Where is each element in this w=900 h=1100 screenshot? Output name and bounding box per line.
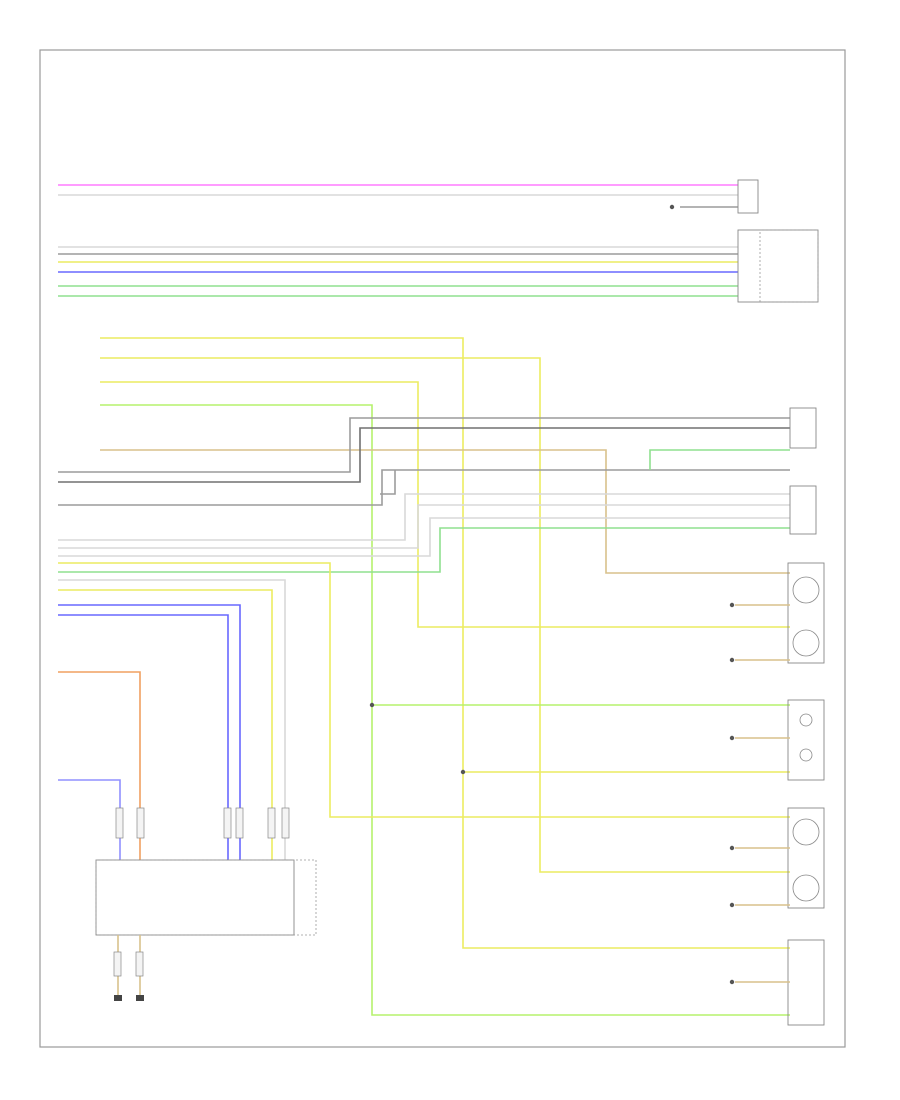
ground-wires: [113, 935, 144, 1001]
right-rear-lamp-assembly: [729, 939, 825, 1026]
left-front-lamp-assembly: [729, 562, 825, 664]
ground-icon: [136, 995, 144, 1001]
splice-point: [369, 702, 375, 708]
left-rear-side-lamps: [729, 807, 825, 909]
hazard-module: [95, 807, 317, 936]
instrument-cluster-connector: [669, 179, 759, 214]
cluster-wires: [58, 184, 738, 208]
ground-icon: [114, 995, 122, 1001]
headlamp-switch-component: [737, 229, 819, 303]
turn-signal-wires: [58, 337, 790, 1016]
splice-point: [460, 769, 466, 775]
left-rear-lamp-assembly: [729, 699, 825, 781]
diagram-frame: [39, 49, 846, 1048]
turn-signal-switch-component: [789, 407, 817, 535]
headlamp-switch-wires: [58, 246, 738, 297]
